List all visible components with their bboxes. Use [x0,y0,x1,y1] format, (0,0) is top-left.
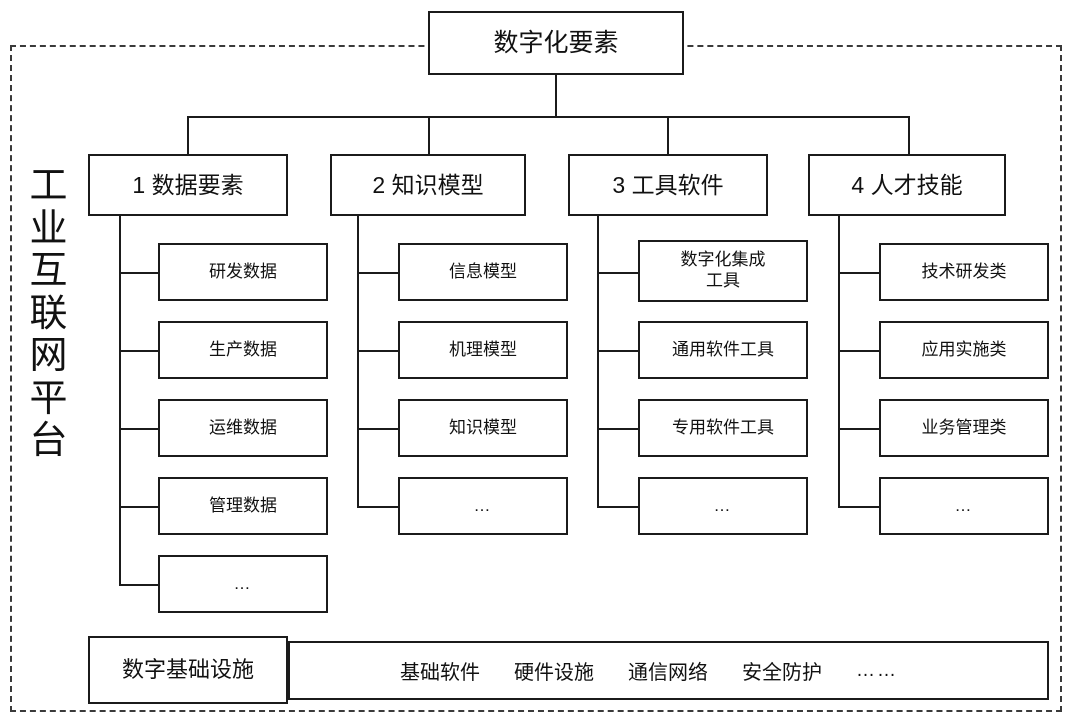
infrastructure-bar[interactable]: 基础软件 硬件设施 通信网络 安全防护 …… [288,641,1049,700]
leaf-connector-1-4 [119,506,160,508]
category-node-knowledge-models[interactable]: 2 知识模型 [330,154,526,216]
leaf-node-2-3[interactable]: 知识模型 [398,399,568,457]
leaf-connector-2-2 [357,350,398,352]
platform-label-char-4: 网 [29,335,69,378]
leaf-connector-3-4 [597,506,638,508]
root-node[interactable]: 数字化要素 [428,11,684,75]
infrastructure-label[interactable]: 数字基础设施 [88,636,288,704]
leaf-node-1-5[interactable]: … [158,555,328,613]
infrastructure-item-2[interactable]: 通信网络 [628,662,708,684]
leaf-connector-1-2 [119,350,160,352]
platform-label-char-0: 工 [29,165,69,207]
platform-label-char-3: 联 [29,292,69,335]
platform-label-char-5: 平 [29,377,69,420]
infrastructure-item-1[interactable]: 硬件设施 [514,662,594,684]
leaf-connector-4-1 [838,272,879,274]
category-node-talent-skills[interactable]: 4 人才技能 [808,154,1006,216]
leaf-connector-1-5 [119,584,160,586]
leaf-connector-3-3 [597,428,638,430]
leaf-connector-1-1 [119,272,160,274]
category-drop-line-3 [667,116,669,154]
category-drop-line-1 [187,116,189,154]
leaf-node-4-4[interactable]: … [879,477,1049,535]
leaf-node-1-3[interactable]: 运维数据 [158,399,328,457]
leaf-node-1-2[interactable]: 生产数据 [158,321,328,379]
leaf-connector-4-3 [838,428,879,430]
leaf-connector-2-1 [357,272,398,274]
leaf-connector-3-1 [597,272,638,274]
leaf-node-2-1[interactable]: 信息模型 [398,243,568,301]
leaf-node-4-2[interactable]: 应用实施类 [879,321,1049,379]
leaf-node-3-2[interactable]: 通用软件工具 [638,321,808,379]
platform-vertical-label: 工 业 互 联 网 平 台 [22,165,76,463]
leaf-connector-2-3 [357,428,398,430]
leaf-connector-4-4 [838,506,879,508]
leaf-node-4-3[interactable]: 业务管理类 [879,399,1049,457]
category-node-tool-software[interactable]: 3 工具软件 [568,154,768,216]
infrastructure-item-4: …… [856,659,898,681]
leaf-node-1-1[interactable]: 研发数据 [158,243,328,301]
category-trunk-line-4 [838,216,840,506]
root-stem-line [555,75,557,116]
leaf-node-4-1[interactable]: 技术研发类 [879,243,1049,301]
category-trunk-line-3 [597,216,599,506]
leaf-connector-3-2 [597,350,638,352]
leaf-node-2-4[interactable]: … [398,477,568,535]
leaf-connector-2-4 [357,506,398,508]
leaf-connector-1-3 [119,428,160,430]
infrastructure-item-list: 基础软件 硬件设施 通信网络 安全防护 …… [400,656,898,685]
platform-label-char-6: 台 [29,420,69,463]
category-drop-line-4 [908,116,910,154]
leaf-connector-4-2 [838,350,879,352]
leaf-node-2-2[interactable]: 机理模型 [398,321,568,379]
category-drop-line-2 [428,116,430,154]
leaf-node-3-1[interactable]: 数字化集成 工具 [638,240,808,302]
distribution-bus-line [187,116,910,118]
leaf-node-3-3[interactable]: 专用软件工具 [638,399,808,457]
category-node-data-elements[interactable]: 1 数据要素 [88,154,288,216]
infrastructure-item-0[interactable]: 基础软件 [400,662,480,684]
leaf-node-3-4[interactable]: … [638,477,808,535]
infrastructure-item-3[interactable]: 安全防护 [742,662,822,684]
category-trunk-line-1 [119,216,121,584]
platform-label-char-1: 业 [29,207,69,250]
category-trunk-line-2 [357,216,359,506]
leaf-node-1-4[interactable]: 管理数据 [158,477,328,535]
platform-label-char-2: 互 [29,250,69,293]
